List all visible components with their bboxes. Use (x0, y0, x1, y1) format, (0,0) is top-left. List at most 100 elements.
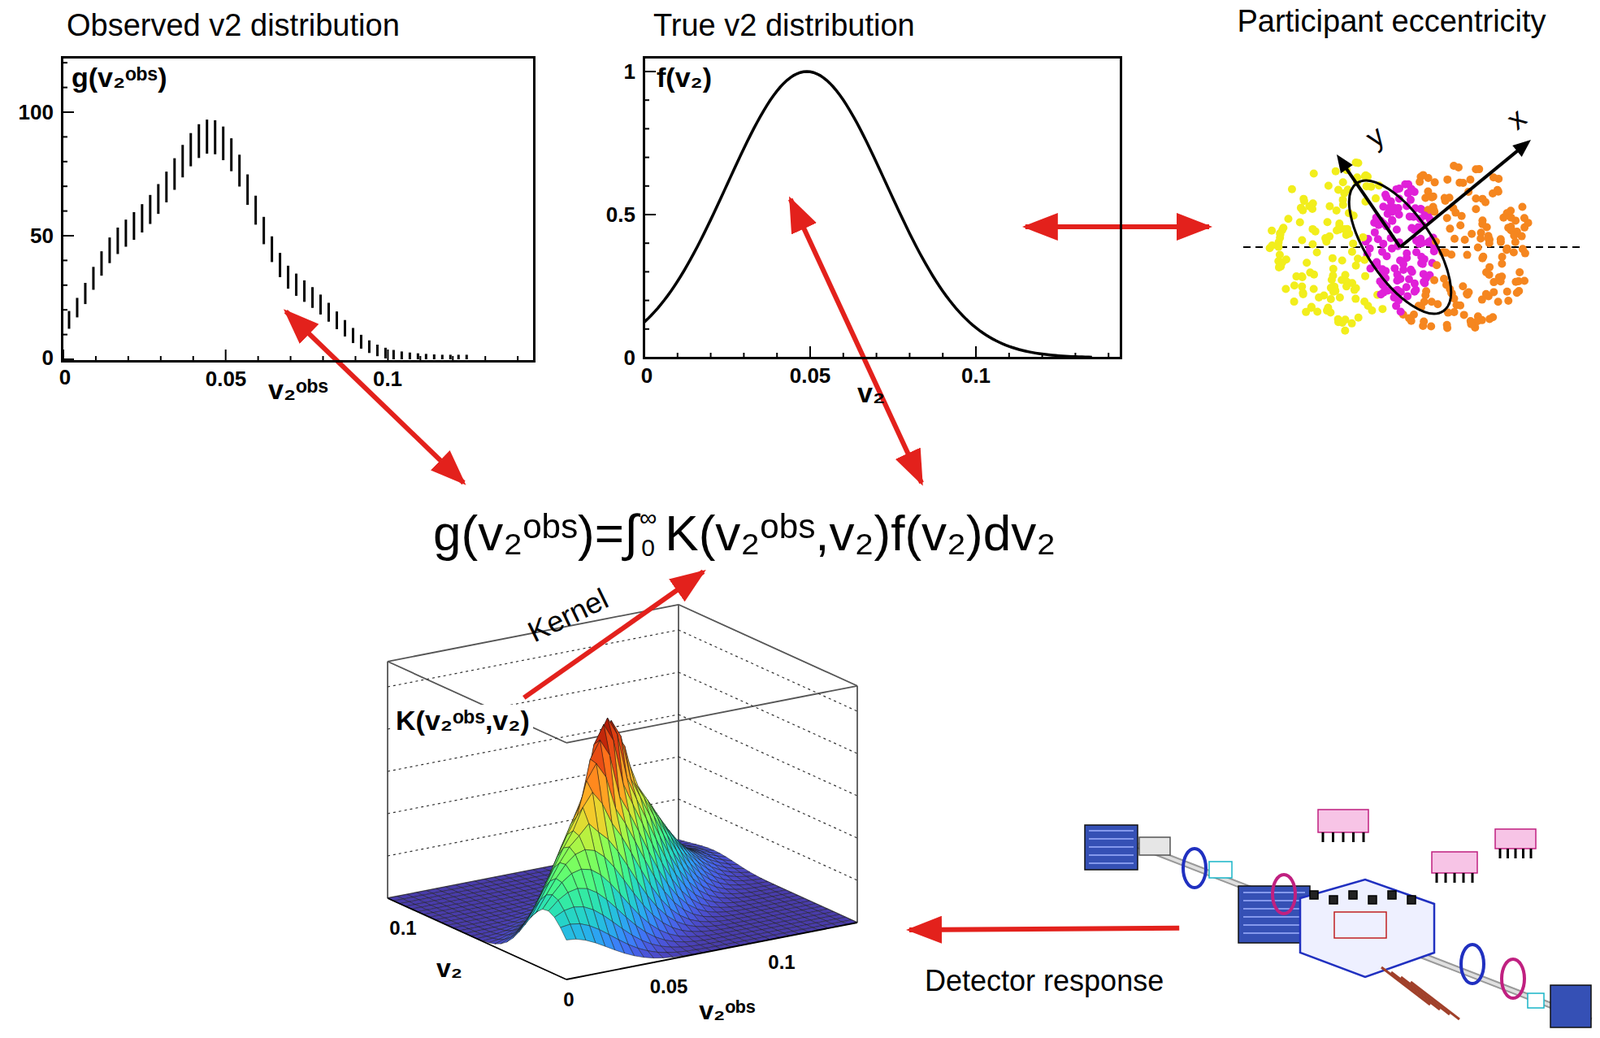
participant-dot (1374, 234, 1383, 243)
ring-detector (1501, 958, 1525, 998)
participant-dot (1408, 267, 1417, 276)
spectator-dot (1457, 212, 1466, 221)
box-edge (386, 661, 389, 898)
detector-arm (1431, 851, 1478, 873)
spectator-dot (1502, 245, 1511, 254)
spectator-dot (1478, 295, 1487, 304)
spectator-dot (1474, 164, 1483, 174)
spectator-dot (1506, 206, 1515, 215)
axis-arrow-head (1336, 154, 1353, 174)
error-bar (197, 124, 200, 159)
spectator-dot (1332, 206, 1341, 215)
tick-label: 0 (42, 346, 54, 370)
tick-label: 0 (624, 346, 636, 370)
ring-detector (1272, 874, 1296, 914)
detector-slat (1499, 848, 1502, 859)
participant-ellipse (1330, 164, 1471, 330)
error-bar (335, 311, 339, 330)
error-bar (311, 286, 314, 308)
spectator-dot (1297, 282, 1306, 291)
grid-line (678, 756, 858, 838)
spectator-dot (1290, 297, 1299, 306)
spectator-dot (1471, 204, 1480, 213)
spectator-dot (1366, 182, 1375, 191)
detector-module (1309, 890, 1319, 899)
grid-line (678, 672, 858, 754)
connector-arrow (909, 927, 1180, 930)
panel-title: True v2 distribution (653, 8, 915, 44)
spectator-dot (1378, 304, 1387, 313)
axis-ticks (60, 62, 1109, 363)
detector-module (1407, 895, 1416, 904)
surface-cell (518, 907, 534, 933)
detector-arm (1318, 809, 1369, 833)
spectator-dot (1279, 223, 1288, 232)
spectator-dot (1509, 231, 1518, 240)
edge-label: Kernel (523, 581, 614, 648)
spectator-dot (1439, 274, 1449, 283)
spectator-dot (1458, 281, 1467, 291)
error-bar (229, 138, 233, 171)
participant-dot (1370, 218, 1379, 227)
participant-dot (1411, 286, 1420, 295)
magnet (1550, 984, 1592, 1028)
error-bar (148, 195, 152, 225)
spectator-dot (1339, 177, 1348, 187)
detector-slat (1453, 872, 1457, 883)
spectator-dot (1517, 232, 1527, 241)
spectator-dot (1450, 234, 1459, 243)
spectator-dot (1488, 312, 1497, 321)
error-bar (376, 344, 379, 356)
spectator-dot (1325, 202, 1334, 211)
participant-dot (1387, 216, 1397, 226)
spectator-dot (1499, 213, 1508, 222)
spectator-dot (1427, 297, 1436, 306)
spectator-dot (1478, 254, 1487, 263)
illustration-panel: Participant eccentricity (1186, 4, 1597, 342)
spectator-dot (1302, 258, 1311, 267)
error-bar (156, 183, 160, 214)
equation-part: K(v₂ᵒᵇˢ,v₂)f(v₂)dv₂ (664, 503, 1056, 562)
spectator-dot (1464, 287, 1473, 296)
tick-label: 0.05 (650, 975, 689, 998)
muon-ramp (1410, 981, 1460, 1019)
error-bar (327, 303, 330, 322)
participant-dot (1404, 274, 1414, 283)
spectator-dot (1339, 189, 1349, 198)
participant-dot (1387, 216, 1397, 225)
detector-module (1368, 895, 1377, 904)
magnet-stripe (1088, 862, 1134, 864)
spectator-dot (1297, 272, 1306, 281)
spectator-dot (1497, 260, 1506, 269)
box-edge (387, 897, 567, 980)
spectator-dot (1305, 268, 1314, 277)
error-bar (262, 216, 265, 245)
error-bar (108, 237, 111, 264)
box-edge (566, 685, 858, 743)
spectator-dot (1361, 272, 1370, 281)
spectator-dot (1367, 306, 1376, 315)
participant-dot (1399, 260, 1408, 269)
participant-illustration (1243, 139, 1583, 335)
error-bar (205, 119, 209, 154)
error-bar (132, 212, 135, 240)
spectator-dot (1517, 203, 1527, 212)
magnet-stripe (1088, 845, 1134, 848)
surface-cell (500, 932, 516, 944)
grid-line (678, 798, 858, 881)
spectator-dot (1465, 175, 1475, 184)
participant-dot (1419, 277, 1428, 287)
spectator-dot (1513, 288, 1522, 297)
participant-dot (1405, 212, 1414, 221)
error-bar (359, 334, 363, 349)
spectator-dot (1322, 237, 1331, 246)
spectator-dot (1494, 297, 1503, 306)
magnet-stripe (1243, 923, 1306, 926)
spectator-dot (1331, 167, 1340, 176)
integral-limit: 0 (641, 533, 655, 563)
spectator-dot (1507, 213, 1516, 222)
beam-counter (1527, 992, 1544, 1008)
error-bar (238, 154, 241, 187)
spectator-dot (1283, 214, 1293, 223)
error-bar (254, 195, 257, 226)
